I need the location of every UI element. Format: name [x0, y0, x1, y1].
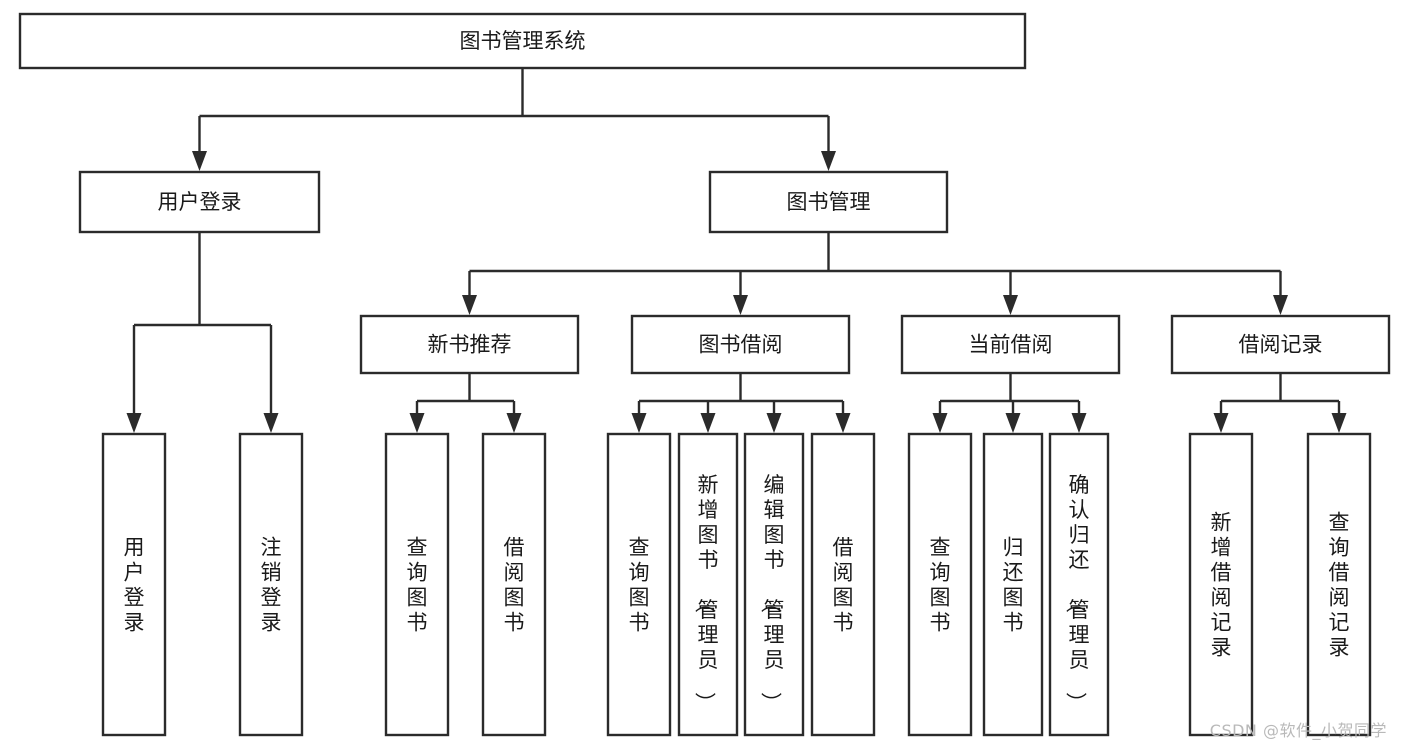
node-box[interactable] — [481, 432, 547, 737]
node-leaf-confirm-return-admin[interactable]: 确认归还（管理员） — [1048, 432, 1110, 737]
arrow-head-icon — [1005, 413, 1021, 433]
node-box[interactable] — [606, 432, 672, 737]
node-label: 借阅图书 — [504, 536, 525, 635]
arrow-head-icon — [766, 413, 782, 433]
arrow-head-icon — [506, 413, 522, 433]
node-user-login[interactable]: 用户登录 — [78, 170, 321, 234]
arrow-head-icon — [1331, 413, 1347, 433]
node-label: 借阅记录 — [1239, 333, 1323, 357]
arrow-head-icon — [1071, 413, 1087, 433]
arrow-head-icon — [821, 151, 836, 171]
node-current-borrow[interactable]: 当前借阅 — [900, 314, 1121, 375]
node-box[interactable] — [907, 432, 973, 737]
connector-group — [462, 232, 1288, 315]
node-label: 新增图书（管理员） — [693, 473, 719, 713]
node-label: 当前借阅 — [969, 333, 1053, 357]
node-box[interactable] — [101, 432, 167, 737]
arrow-head-icon — [462, 295, 477, 315]
node-label: 图书管理 — [787, 190, 871, 214]
connector-group — [126, 232, 279, 433]
arrow-head-icon — [1273, 295, 1288, 315]
node-leaf-return-book[interactable]: 归还图书 — [982, 432, 1044, 737]
node-leaf-user-login[interactable]: 用户登录 — [101, 432, 167, 737]
node-label: 归还图书 — [1003, 536, 1024, 635]
node-layer: 图书管理系统用户登录图书管理新书推荐图书借阅当前借阅借阅记录用户登录注销登录查询… — [18, 12, 1391, 737]
connector-group — [1213, 373, 1347, 433]
arrow-head-icon — [192, 151, 207, 171]
node-label: 图书管理系统 — [460, 29, 586, 53]
node-label: 查询图书 — [629, 536, 650, 635]
arrow-head-icon — [126, 413, 142, 433]
node-leaf-borrow-book-2[interactable]: 借阅图书 — [810, 432, 876, 737]
node-box[interactable] — [677, 432, 739, 737]
arrow-head-icon — [1003, 295, 1018, 315]
node-label: 查询图书 — [407, 536, 428, 635]
connector-group — [932, 373, 1087, 433]
node-leaf-query-book-3[interactable]: 查询图书 — [907, 432, 973, 737]
node-box[interactable] — [384, 432, 450, 737]
node-label: 查询借阅记录 — [1329, 511, 1350, 660]
node-box[interactable] — [1306, 432, 1372, 737]
node-leaf-add-book-admin[interactable]: 新增图书（管理员） — [677, 432, 739, 737]
connector-group — [192, 68, 836, 171]
arrow-head-icon — [932, 413, 948, 433]
node-box[interactable] — [1188, 432, 1254, 737]
node-leaf-add-record[interactable]: 新增借阅记录 — [1188, 432, 1254, 737]
node-label: 注销登录 — [261, 536, 282, 635]
node-leaf-edit-book-admin[interactable]: 编辑图书（管理员） — [743, 432, 805, 737]
arrow-head-icon — [1213, 413, 1229, 433]
node-box[interactable] — [630, 314, 851, 375]
node-box[interactable] — [900, 314, 1121, 375]
arrow-head-icon — [733, 295, 748, 315]
connector-layer — [126, 68, 1347, 433]
node-root[interactable]: 图书管理系统 — [18, 12, 1027, 70]
node-new-book-rec[interactable]: 新书推荐 — [359, 314, 580, 375]
connector-group — [631, 373, 851, 433]
node-box[interactable] — [810, 432, 876, 737]
node-book-borrow[interactable]: 图书借阅 — [630, 314, 851, 375]
arrow-head-icon — [700, 413, 716, 433]
node-label: 编辑图书（管理员） — [759, 473, 785, 713]
node-box[interactable] — [982, 432, 1044, 737]
node-leaf-logout[interactable]: 注销登录 — [238, 432, 304, 737]
arrow-head-icon — [631, 413, 647, 433]
node-label: 用户登录 — [158, 190, 242, 214]
node-book-mgmt[interactable]: 图书管理 — [708, 170, 949, 234]
node-box[interactable] — [18, 12, 1027, 70]
node-borrow-record[interactable]: 借阅记录 — [1170, 314, 1391, 375]
node-label: 借阅图书 — [833, 536, 854, 635]
node-leaf-query-record[interactable]: 查询借阅记录 — [1306, 432, 1372, 737]
arrow-head-icon — [835, 413, 851, 433]
arrow-head-icon — [263, 413, 279, 433]
node-leaf-query-book-1[interactable]: 查询图书 — [384, 432, 450, 737]
node-label: 确认归还（管理员） — [1064, 473, 1090, 713]
connector-group — [409, 373, 522, 433]
node-box[interactable] — [238, 432, 304, 737]
node-label: 查询图书 — [930, 536, 951, 635]
node-box[interactable] — [359, 314, 580, 375]
node-label: 图书借阅 — [699, 333, 783, 357]
arrow-head-icon — [409, 413, 425, 433]
node-leaf-query-book-2[interactable]: 查询图书 — [606, 432, 672, 737]
node-box[interactable] — [1048, 432, 1110, 737]
node-label: 用户登录 — [124, 536, 145, 635]
node-box[interactable] — [743, 432, 805, 737]
node-box[interactable] — [78, 170, 321, 234]
node-box[interactable] — [708, 170, 949, 234]
node-leaf-borrow-book-1[interactable]: 借阅图书 — [481, 432, 547, 737]
node-label: 新书推荐 — [428, 333, 512, 357]
node-label: 新增借阅记录 — [1211, 511, 1232, 660]
node-box[interactable] — [1170, 314, 1391, 375]
